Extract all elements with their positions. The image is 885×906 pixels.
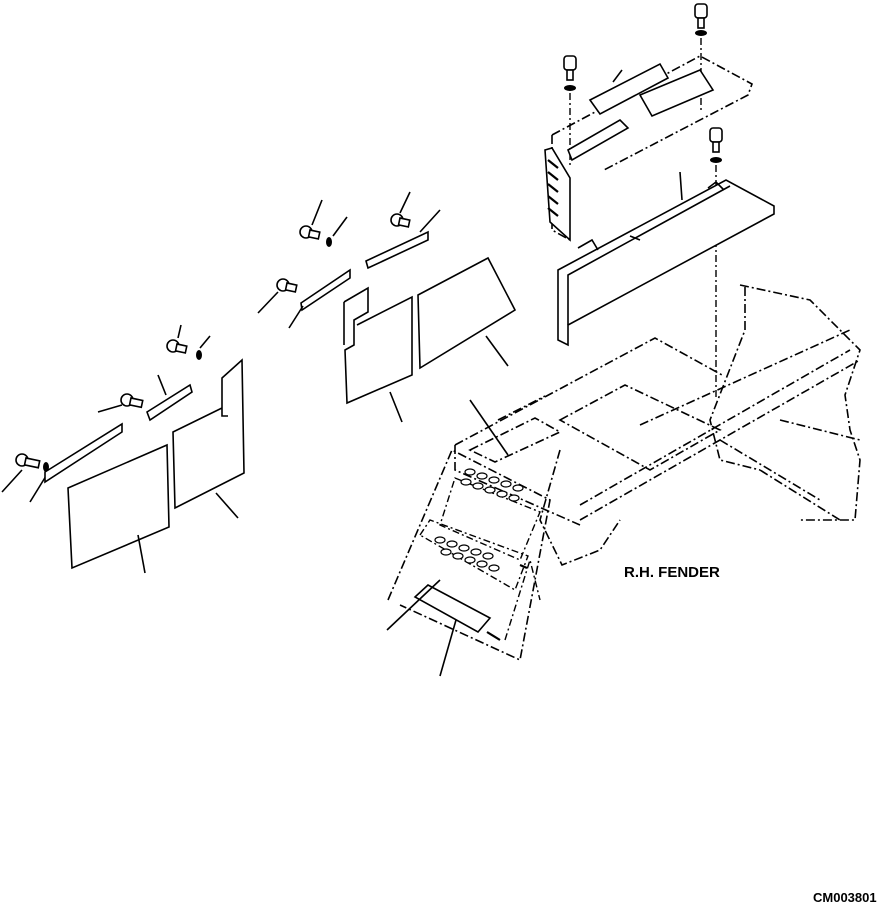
bolt-icon (276, 278, 298, 293)
bolt-icon (694, 3, 708, 29)
bolt-icon (120, 393, 144, 409)
drawing-code: CM003801 (813, 890, 877, 905)
channel-bracket (557, 179, 775, 347)
left-cover-assembly (1, 324, 245, 574)
bolt-icon (709, 127, 723, 153)
trim-strip (44, 422, 123, 484)
cover-plate (417, 256, 517, 370)
mounting-bracket (566, 119, 630, 162)
washer-icon (196, 350, 202, 360)
bolt-icon (166, 339, 188, 354)
bolt-icon (299, 225, 321, 240)
bolt-icon (563, 55, 577, 81)
cover-plate (172, 358, 245, 510)
upper-bracket-assembly (544, 3, 775, 400)
step-perforations (434, 468, 524, 572)
trim-strip (300, 268, 351, 312)
cover-plate (343, 286, 413, 405)
middle-cover-assembly (257, 191, 517, 423)
washer-icon (695, 30, 707, 36)
rh-fender (386, 284, 861, 677)
washer-icon (710, 157, 722, 163)
bolt-icon (15, 453, 41, 469)
bolt-icon (390, 213, 411, 228)
fender-label: R.H. FENDER (624, 564, 720, 581)
washer-icon (326, 237, 332, 247)
trim-strip (365, 230, 429, 270)
washer-icon (564, 85, 576, 91)
trim-strip (146, 383, 193, 422)
cover-plate (67, 443, 170, 570)
